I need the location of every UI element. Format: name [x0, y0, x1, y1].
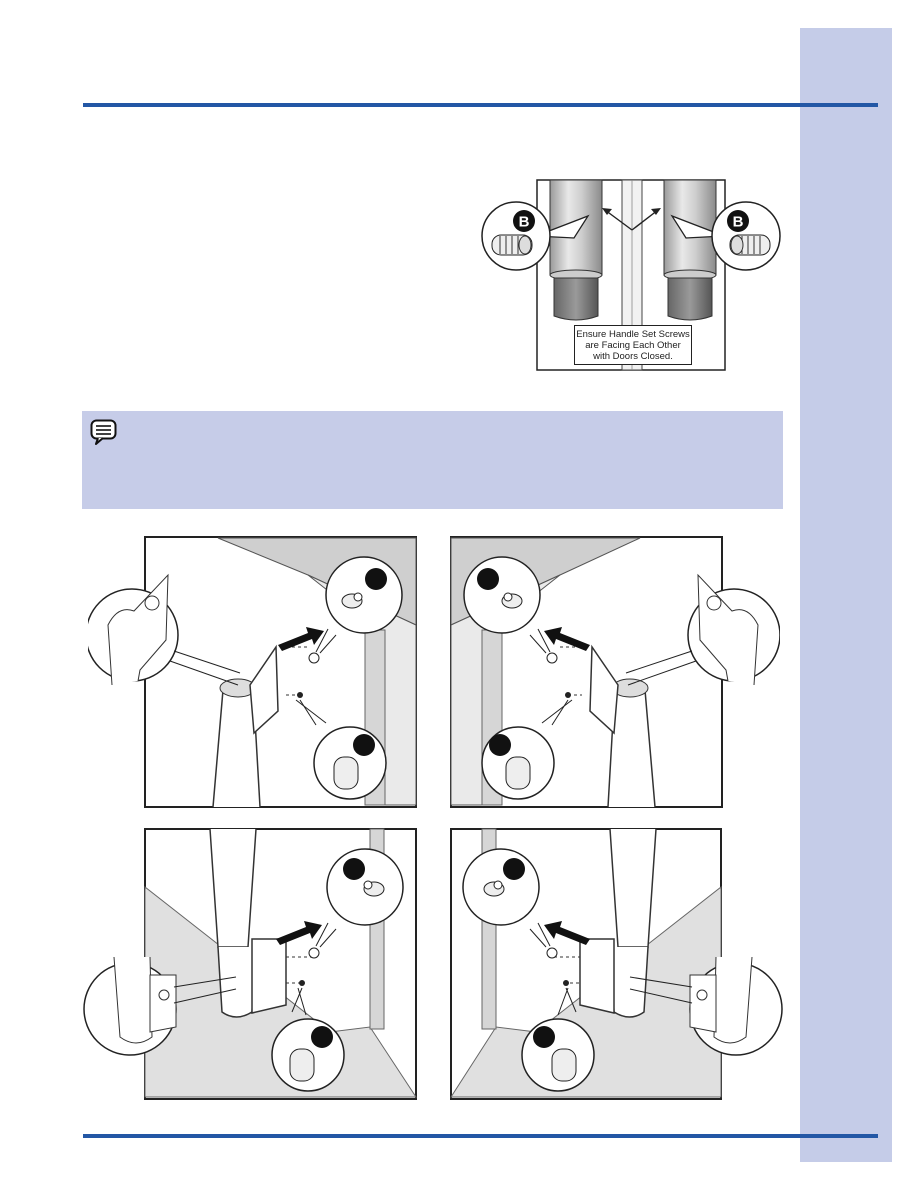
arrow-icon	[544, 627, 590, 651]
badge-b-left: B	[519, 214, 530, 231]
install-figure-lower-right	[450, 828, 783, 1100]
set-screw-icon	[729, 234, 771, 256]
header-rule	[83, 103, 878, 107]
callout-line-1: Ensure Handle Set Screws	[576, 328, 690, 340]
install-figure-lower-left	[83, 828, 417, 1100]
callout-line-3: with Doors Closed.	[593, 350, 673, 362]
callout-line-2: are Facing Each Other	[585, 339, 681, 351]
arrow-icon	[278, 627, 324, 651]
page-sidebar-tab	[800, 28, 892, 1162]
badge-b-right: B	[733, 214, 744, 231]
set-screw-callout: Ensure Handle Set Screws are Facing Each…	[574, 325, 692, 365]
footer-rule	[83, 1134, 878, 1138]
install-figure-upper-right	[450, 536, 780, 808]
handle-set-screws-figure: B B	[481, 179, 781, 371]
install-figure-upper-left	[88, 536, 417, 808]
arrow-icon	[544, 921, 590, 945]
note-box	[82, 411, 783, 509]
set-screw-icon	[491, 234, 533, 256]
note-icon	[90, 419, 117, 445]
arrow-icon	[276, 921, 322, 945]
